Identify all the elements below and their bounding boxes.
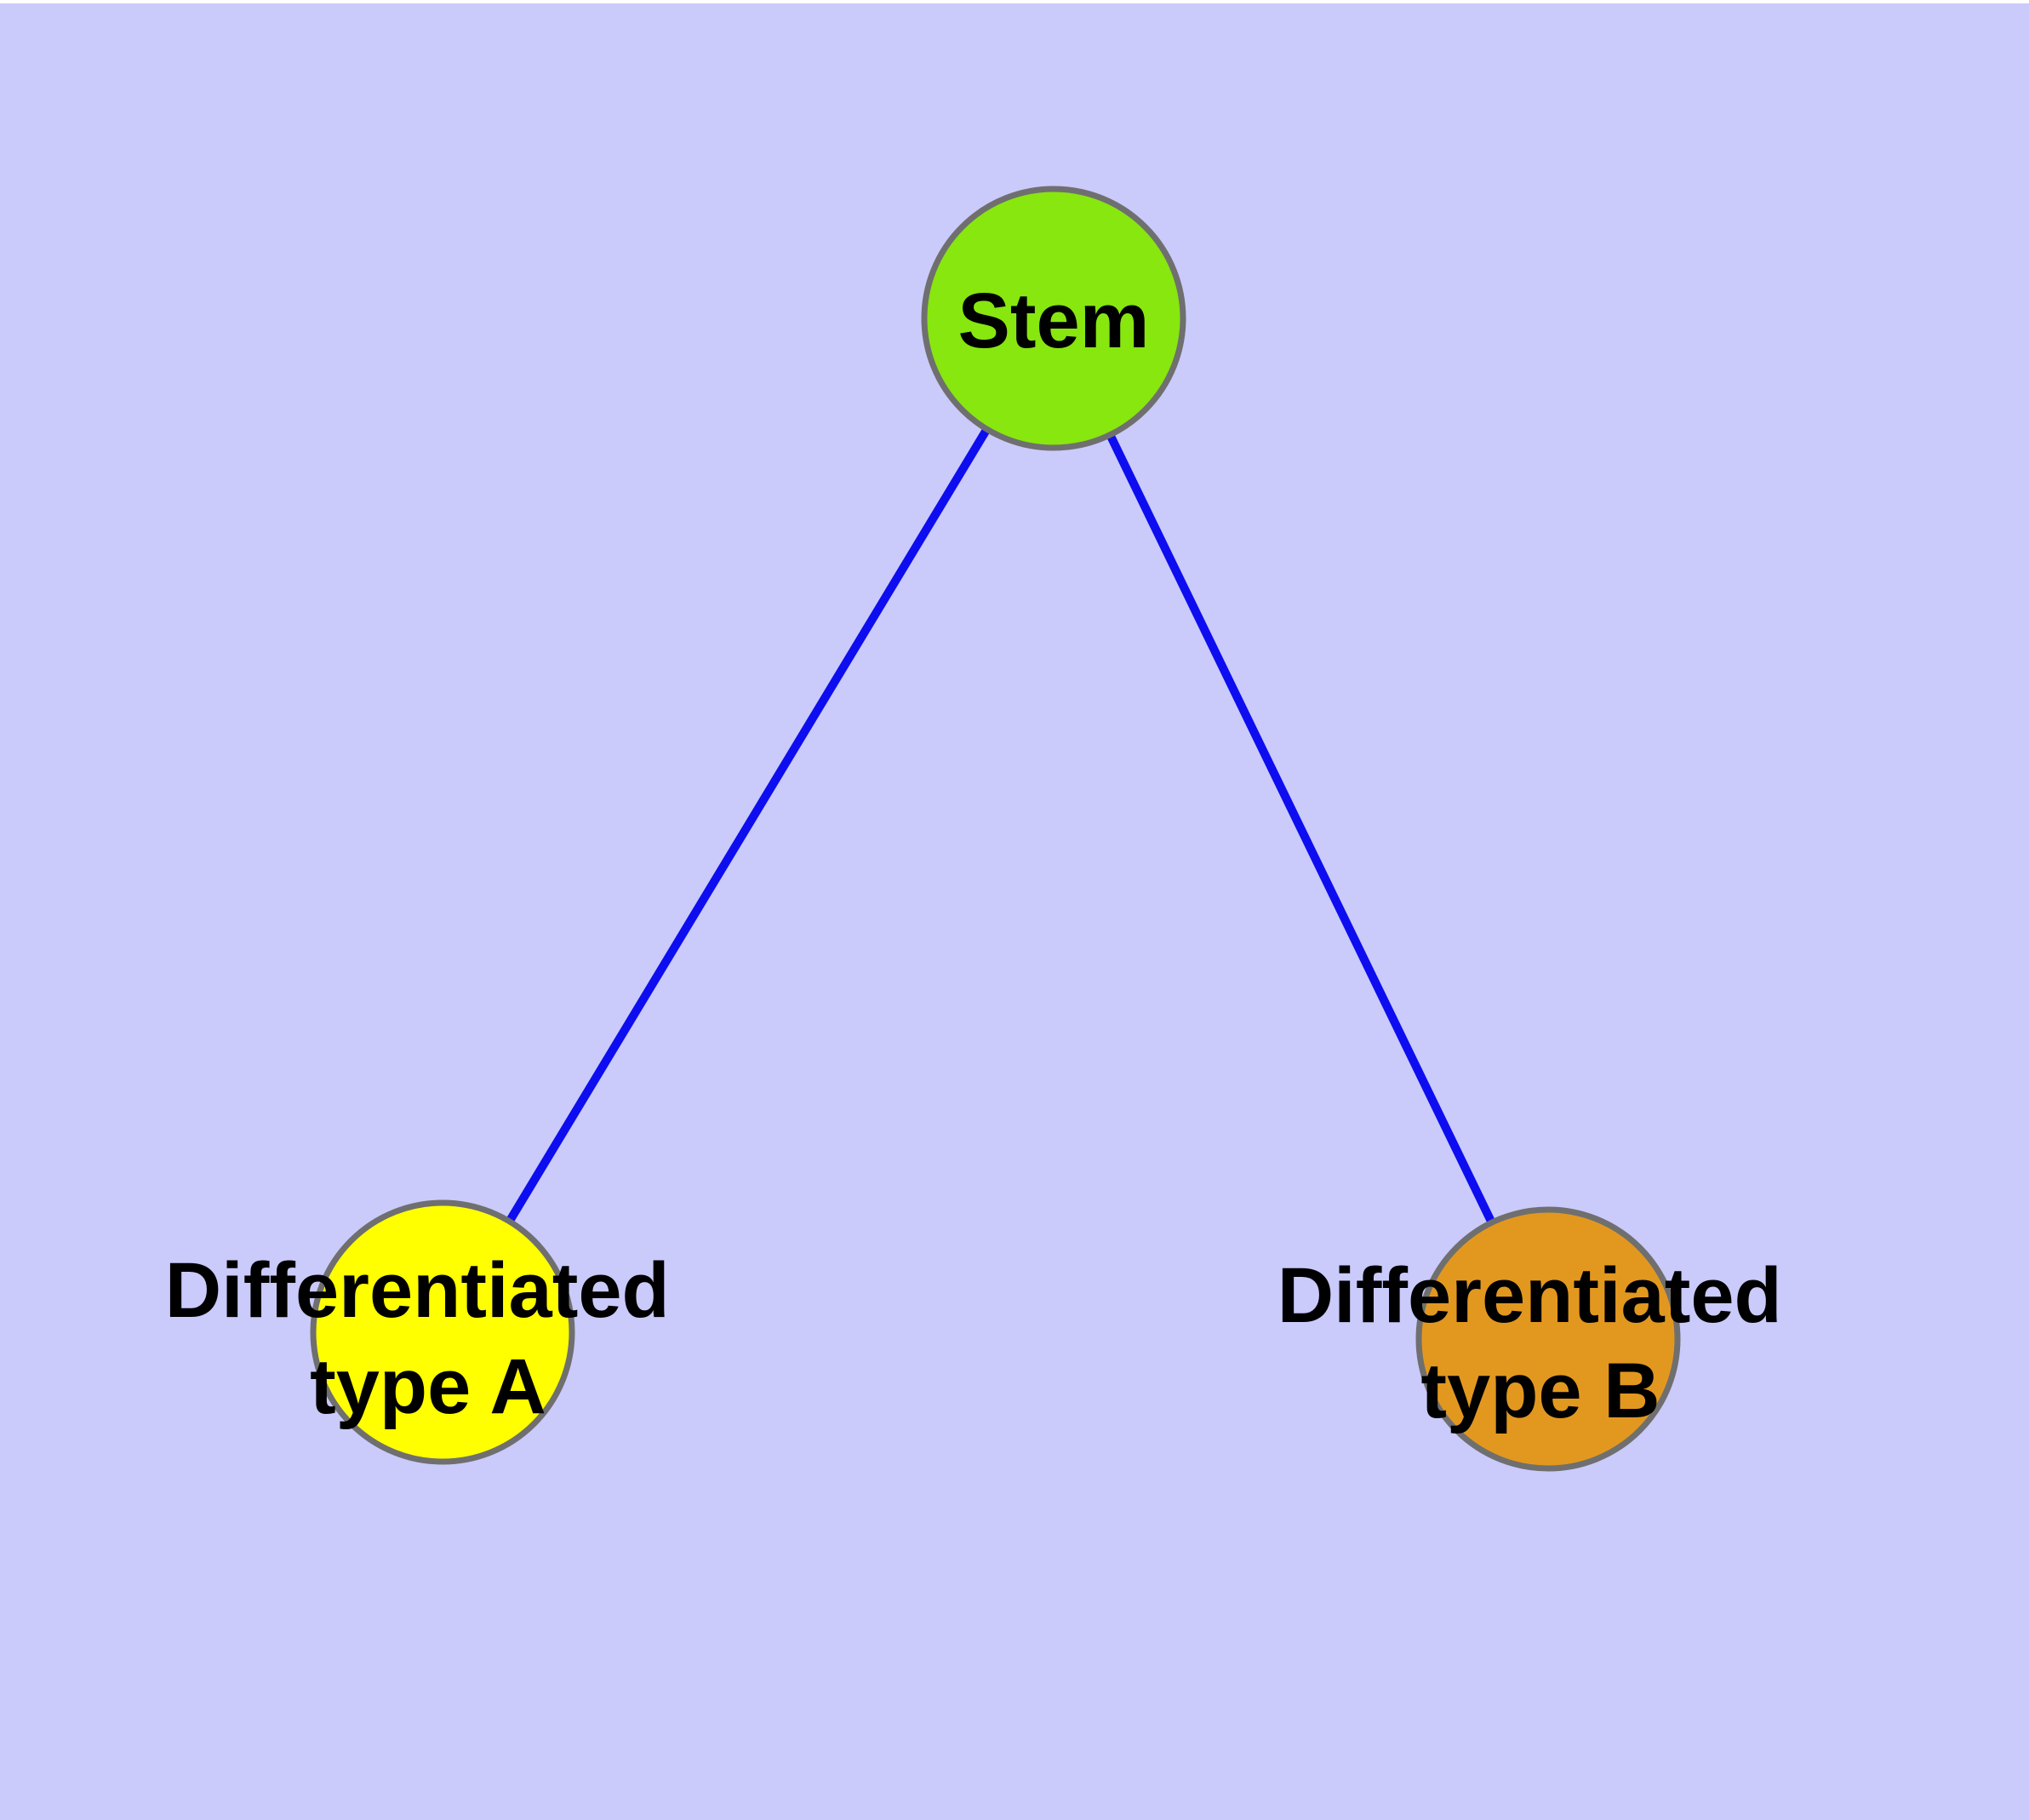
node-differentiated-type-a — [310, 1199, 575, 1465]
node-differentiated-type-b-label-line1: Differentiated — [1277, 1252, 1782, 1339]
node-differentiated-type-a-label-line1: Differentiated — [165, 1247, 670, 1334]
node-stem-label: Stem — [958, 278, 1150, 364]
node-differentiated-type-a-label-line2: type A — [310, 1343, 546, 1430]
node-differentiated-type-b-label: Differentiated type B — [1277, 1252, 1804, 1434]
node-differentiated-type-b-label-line2: type B — [1420, 1348, 1660, 1434]
node-differentiated-type-a-label: Differentiated type A — [165, 1247, 692, 1430]
edge-stem-to-type-a — [438, 316, 1058, 1335]
edge-stem-to-type-b — [1049, 316, 1552, 1342]
node-differentiated-type-b — [1415, 1206, 1681, 1472]
node-stem — [921, 186, 1186, 451]
